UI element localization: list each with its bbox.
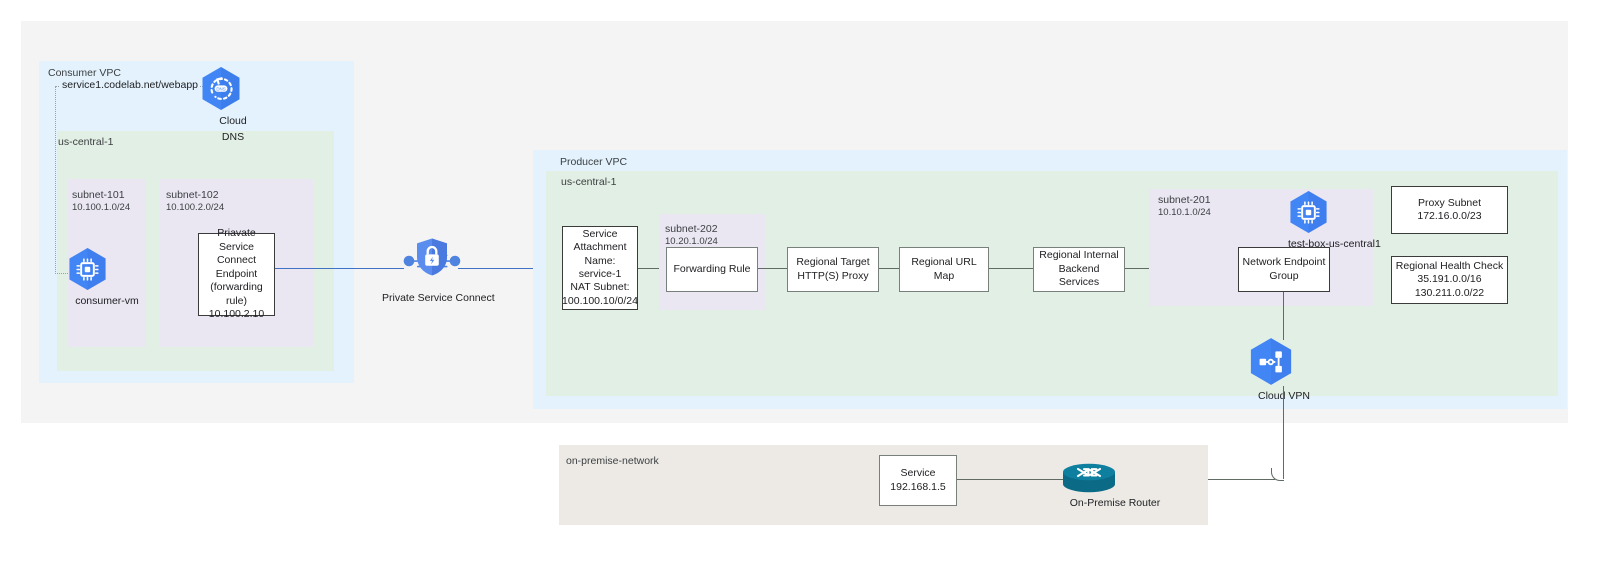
on-premise-router-icon — [1060, 460, 1170, 494]
url-map-label: Regional URL Map — [911, 256, 977, 282]
psc-endpoint-line3: (forwarding rule) — [210, 281, 263, 307]
wire-neg-to-vpn — [1283, 292, 1285, 340]
psc-wire-right — [458, 268, 564, 270]
service-attachment-line3: Name: service-1 — [578, 254, 622, 280]
regional-health-check-box[interactable]: Regional Health Check 35.191.0.0/16 130.… — [1391, 256, 1508, 304]
regional-url-map-box[interactable]: Regional URL Map — [899, 247, 989, 292]
dns-vm-connector-vertical — [55, 86, 56, 274]
onprem-service-line2: 192.168.1.5 — [890, 480, 946, 493]
subnet-201-name: subnet-201 — [1158, 194, 1211, 206]
service-attachment-line4: NAT Subnet: — [570, 281, 630, 294]
cloud-dns-label-line1: Cloud — [219, 115, 247, 127]
wire-service-to-router — [957, 479, 1088, 481]
proxy-subnet-line1: Proxy Subnet — [1417, 196, 1482, 209]
psc-wire-left — [275, 268, 404, 270]
target-proxy-line2: HTTP(S) Proxy — [797, 269, 869, 282]
private-service-connect-node[interactable]: Private Service Connect — [382, 236, 495, 305]
neg-line2: Group — [1269, 269, 1299, 282]
cloud-dns-node[interactable]: DNS Cloud DNS — [200, 66, 266, 144]
forwarding-rule-label: Forwarding Rule — [673, 262, 751, 275]
forwarding-rule-box[interactable]: Forwarding Rule — [666, 247, 758, 292]
regional-target-proxy-box[interactable]: Regional Target HTTP(S) Proxy — [787, 247, 879, 292]
on-premise-network-label: on-premise-network — [566, 455, 659, 467]
subnet-101-name: subnet-101 — [72, 189, 125, 201]
neg-line1: Network Endpoint — [1242, 256, 1326, 269]
compute-vm-icon — [67, 247, 147, 292]
health-check-line1: Regional Health Check — [1395, 259, 1504, 272]
service-attachment-line2: Attachment — [573, 241, 627, 254]
consumer-vm-label: consumer-vm — [75, 295, 139, 307]
psc-endpoint-box[interactable]: Priavate Service Connect Endpoint (forwa… — [198, 227, 275, 320]
subnet-202-label: subnet-202 10.20.1.0/24 — [665, 223, 718, 247]
service-attachment-line5: 100.100.10/0/24 — [562, 294, 638, 307]
wire-vpn-elbow — [1271, 468, 1284, 481]
proxy-subnet-box[interactable]: Proxy Subnet 172.16.0.0/23 — [1391, 186, 1508, 234]
wire-urlmap-to-backend — [989, 268, 1034, 270]
consumer-vm-node[interactable]: consumer-vm — [67, 247, 147, 308]
wire-fr-to-proxy — [758, 268, 787, 270]
subnet-101-cidr: 10.100.1.0/24 — [72, 202, 131, 213]
subnet-201-cidr: 10.10.1.0/24 — [1158, 207, 1211, 218]
cloud-dns-label-line2: DNS — [221, 131, 245, 144]
dns-vm-connector-bottom — [55, 273, 80, 274]
backend-services-line2: Backend Services — [1058, 262, 1100, 289]
on-premise-router-label: On-Premise Router — [1069, 497, 1161, 509]
on-premise-router-node[interactable]: On-Premise Router — [1060, 460, 1170, 510]
wire-sa-to-fr — [638, 268, 666, 270]
producer-vpc-label: Producer VPC — [560, 156, 628, 168]
backend-services-line1: Regional Internal — [1039, 249, 1119, 262]
cloud-vpn-icon — [1245, 337, 1323, 387]
subnet-202-cidr: 10.20.1.0/24 — [665, 236, 718, 247]
network-endpoint-group-box[interactable]: Network Endpoint Group — [1238, 247, 1330, 292]
psc-endpoint-line4: 10.100.2.10 — [208, 308, 265, 321]
test-box-node[interactable]: test-box-us-central1 — [1288, 190, 1381, 251]
dns-record-label: service1.codelab.net/webapp — [60, 79, 201, 91]
subnet-102-label: subnet-102 10.100.2.0/24 — [166, 189, 224, 213]
subnet-202-name: subnet-202 — [665, 223, 718, 235]
compute-vm-icon — [1288, 190, 1378, 235]
producer-region-label: us-central-1 — [561, 176, 617, 188]
svg-text:DNS: DNS — [216, 86, 225, 91]
subnet-201-label: subnet-201 10.10.1.0/24 — [1158, 194, 1211, 218]
subnet-102-name: subnet-102 — [166, 189, 219, 201]
cloud-dns-icon: DNS — [200, 66, 266, 112]
proxy-subnet-line2: 172.16.0.0/23 — [1417, 210, 1482, 222]
psc-endpoint-line1: Priavate Service — [217, 227, 256, 253]
consumer-region-label: us-central-1 — [58, 136, 114, 148]
on-premise-service-box[interactable]: Service 192.168.1.5 — [879, 455, 957, 506]
private-service-connect-label: Private Service Connect — [382, 292, 495, 304]
regional-backend-services-box[interactable]: Regional Internal Backend Services — [1033, 247, 1125, 292]
health-check-line3: 130.211.0.0/22 — [1414, 286, 1485, 299]
service-attachment-line1: Service — [582, 227, 618, 240]
private-service-connect-icon — [400, 236, 464, 284]
psc-endpoint-line2: Connect Endpoint — [215, 254, 258, 280]
wire-vpn-to-onprem-vertical — [1283, 386, 1285, 479]
target-proxy-line1: Regional Target — [796, 256, 870, 269]
onprem-service-line1: Service — [900, 467, 936, 480]
consumer-vpc-label: Consumer VPC — [48, 67, 121, 79]
health-check-line2: 35.191.0.0/16 — [1417, 273, 1482, 286]
wire-proxy-to-urlmap — [879, 268, 900, 270]
subnet-102-cidr: 10.100.2.0/24 — [166, 202, 225, 213]
subnet-101-label: subnet-101 10.100.1.0/24 — [72, 189, 130, 213]
service-attachment-box[interactable]: Service Attachment Name: service-1 NAT S… — [562, 226, 638, 310]
